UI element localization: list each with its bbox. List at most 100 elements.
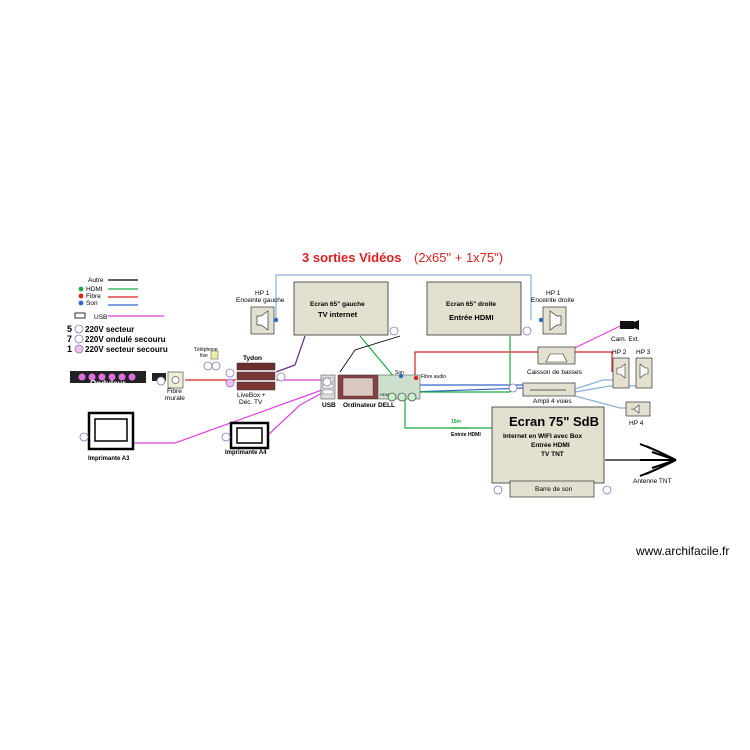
- hdmi-cable-screen-right: [420, 336, 511, 393]
- soundbar-socket-icon: [602, 485, 612, 495]
- speaker-icon: [256, 310, 269, 331]
- onduleur-label: Onduleur: [90, 379, 126, 388]
- onduleur-outlet: [118, 373, 126, 381]
- hp1-left-label-1: HP 1: [255, 290, 270, 297]
- son-label: Son: [395, 370, 404, 376]
- barre-de-son: Barre de son: [493, 480, 612, 498]
- ampli-label: Ampli 4 voies: [533, 398, 572, 405]
- screen-right-label-2: Entrée HDMI: [449, 313, 494, 322]
- screen-75-sdb: Ecran 75" SdB Internet en WIFI avec Box …: [491, 406, 605, 484]
- hp3: HP 3: [635, 349, 653, 389]
- ampli-socket-icon: [508, 383, 518, 393]
- usb-hub-port: [322, 389, 334, 395]
- caisson-de-basses: Caisson de basses: [527, 346, 583, 376]
- computer-socket-icon: [397, 392, 407, 402]
- legend-fibre-dot: [78, 293, 84, 299]
- livebox-socket-icon: [225, 378, 235, 388]
- hp1-left-label-2: Enceinte gauche: [236, 297, 285, 304]
- caisson-label: Caisson de basses: [527, 369, 583, 376]
- onduleur-outlet: [128, 373, 136, 381]
- speaker-icon: [616, 363, 626, 379]
- livebox: Tydon LiveBox + Déc. TV: [225, 355, 286, 406]
- speaker-icon: [549, 310, 562, 331]
- screen-75-body: [491, 406, 605, 484]
- tydon-box: [236, 362, 276, 371]
- legend-socket-3-label: 220V secteur secouru: [85, 345, 168, 354]
- hp1-right: HP 1 Enceinte droite: [531, 290, 575, 335]
- screen-left-socket-icon: [389, 326, 399, 336]
- livebox-socket-icon: [276, 372, 286, 382]
- speaker-icon: [545, 353, 568, 363]
- ordinateur-dell: USB HDMI Son Fibre audio Ordinateur DELL: [320, 370, 446, 409]
- cable-livebox-screen: [275, 335, 306, 373]
- screen-left-label-1: Ecran 65" gauche: [310, 301, 365, 308]
- imprimante-a3: Imprimante A3: [79, 411, 135, 462]
- printer-a3-screen: [94, 418, 128, 442]
- watermark: www.archifacile.fr: [635, 544, 729, 558]
- speaker-icon: [631, 404, 640, 414]
- ampli-4-voies: Ampli 4 voies: [508, 382, 576, 405]
- camera-body: [620, 321, 634, 329]
- legend-socket-1-count: 5: [67, 324, 72, 334]
- printer-a4-screen: [236, 427, 263, 444]
- page-title-detail: (2x65" + 1x75"): [414, 250, 503, 265]
- livebox-socket-icon: [225, 368, 235, 378]
- telephone-label-2: fixe: [200, 353, 208, 359]
- soundbar-box: [509, 480, 595, 498]
- livebox-label-1: LiveBox +: [237, 392, 266, 399]
- legend-son-dot: [78, 300, 84, 306]
- legend-socket-2-count: 7: [67, 334, 72, 344]
- screen-65-right: Ecran 65" droite Entrée HDMI: [426, 281, 532, 336]
- son-cable-ampli-hp3: [574, 385, 640, 393]
- legend-socket-2-icon: [74, 334, 84, 344]
- hdmi-cable-screen-left: [359, 335, 470, 429]
- screen-right-socket-icon: [522, 326, 532, 336]
- onduleur-outlet: [88, 373, 96, 381]
- imprimante-a4-label: Imprimante A4: [225, 450, 267, 456]
- onduleur-outlet: [108, 373, 116, 381]
- fibre-murale-label-2: murale: [165, 395, 185, 402]
- screen-75-label-1: Ecran 75" SdB: [509, 414, 599, 429]
- computer-socket-icon: [322, 377, 332, 387]
- onduleur-body: [70, 371, 146, 383]
- usb-cable-a4: [267, 392, 323, 436]
- computer-socket-icon: [407, 392, 417, 402]
- hp2: HP 2: [612, 349, 630, 389]
- livebox-box: [236, 371, 276, 381]
- telephone-socket-icon: [211, 361, 221, 371]
- legend-socket-1-label: 220V secteur: [85, 325, 134, 334]
- printer-a3-socket-icon: [79, 432, 89, 442]
- fibre-audio-cable: [414, 351, 613, 378]
- screen-right-body: [426, 281, 522, 336]
- hp1-right-label-1: HP 1: [546, 290, 561, 297]
- telephone-fixe: Téléphone fixe: [194, 347, 221, 371]
- screen-65-left: Ecran 65" gauche TV internet: [293, 281, 399, 336]
- legend-autre-label: Autre: [88, 277, 104, 284]
- ampli-box: [522, 382, 576, 397]
- printer-a4-socket-icon: [221, 432, 231, 442]
- antenne-tnt-label: Antenne TNT: [633, 478, 672, 485]
- computer-socket-icon: [387, 392, 397, 402]
- son-cable-ampli-hp2: [574, 379, 617, 390]
- fibre-murale: Fibre murale: [156, 371, 185, 402]
- camera-lens: [634, 320, 639, 330]
- hp1-right-son-port: [538, 317, 544, 323]
- legend-hdmi-label: HDMI: [86, 286, 103, 293]
- telephone-label-1: Téléphone: [194, 347, 218, 353]
- hp3-label: HP 3: [636, 349, 651, 356]
- page-title: 3 sorties Vidéos: [302, 250, 401, 265]
- cam-ext-label: Cam. Ext.: [611, 336, 640, 343]
- legend-usb-icon: [74, 312, 86, 319]
- hp1-left-son-port: [273, 317, 279, 323]
- onduleur-outlet: [98, 373, 106, 381]
- fibre-wall-port: [171, 376, 180, 384]
- tydon-label: Tydon: [243, 355, 262, 362]
- hp4-label: HP 4: [629, 420, 644, 427]
- antenna-icon: [639, 443, 677, 477]
- fibre-socket-icon: [156, 376, 166, 386]
- imprimante-a3-label: Imprimante A3: [88, 456, 130, 462]
- hp4: HP 4: [625, 401, 651, 427]
- usb-label: USB: [322, 402, 336, 409]
- barre-son-label: Barre de son: [535, 486, 573, 493]
